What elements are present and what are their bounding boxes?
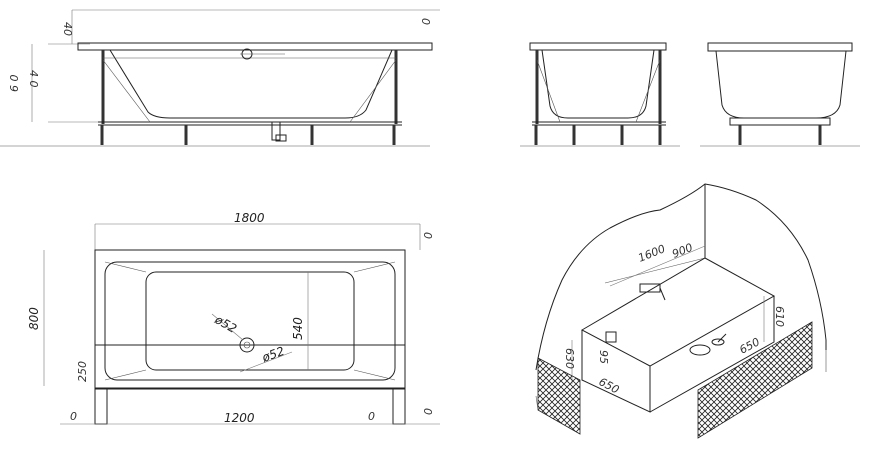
dim-offset-left: 250: [76, 361, 89, 382]
hatch-panel-right: [697, 321, 813, 439]
isometric-view: 1600 900 610 650 630 650 95: [535, 183, 827, 439]
plan-view: 1800 800 0 0 0 1200 0 540 ø52 ø52 2: [27, 211, 440, 425]
dim-inner-length: 1200: [224, 411, 255, 425]
dim-top-right: 0: [419, 18, 432, 25]
dim-top-left: 40: [61, 22, 74, 36]
side-view-end-plain: [700, 42, 860, 147]
dim-drain-b: ø52: [259, 344, 286, 365]
iso-dim-mid: 900: [670, 241, 694, 261]
iso-dim-depth-left: 650: [597, 375, 622, 396]
iso-dim-height-left: 630: [563, 348, 576, 369]
dim-width: 800: [27, 307, 41, 330]
dim-corner-bl: 0: [70, 410, 77, 423]
dim-length: 1800: [234, 211, 265, 225]
dim-height-outer: 6 0: [8, 75, 21, 93]
dim-inner-width: 540: [291, 317, 305, 340]
iso-dim-length: 1600: [636, 242, 667, 265]
dim-height-inner: 4 0: [27, 70, 40, 88]
side-view-end-frame: [520, 42, 680, 147]
iso-dim-small: 95: [597, 350, 610, 364]
dim-drain-a: ø52: [212, 312, 239, 336]
dim-corner-br2: 0: [421, 408, 434, 415]
iso-dim-depth-right: 650: [737, 335, 762, 356]
dim-corner-tr: 0: [421, 232, 434, 239]
hatch-panel-left: [537, 357, 581, 435]
dim-corner-br: 0: [368, 410, 375, 423]
iso-dim-height-right: 610: [773, 306, 786, 327]
side-view-front: 40 0 6 0 4 0: [0, 9, 440, 147]
